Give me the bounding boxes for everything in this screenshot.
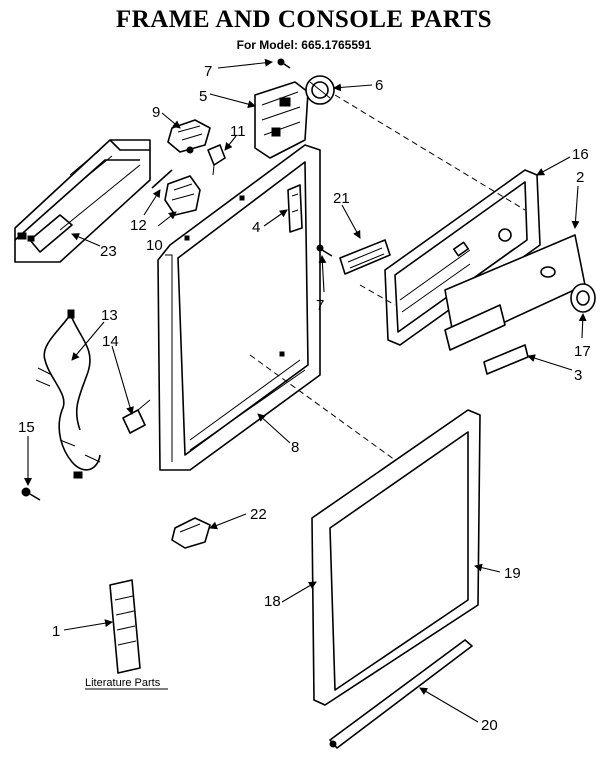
callout-18: 18: [264, 593, 281, 610]
callout-12: 12: [130, 217, 147, 234]
callout-19: 19: [504, 565, 521, 582]
callout-14: 14: [102, 333, 119, 350]
part-6-timer-knob: [305, 75, 335, 105]
model-subtitle: For Model: 665.1765591: [236, 38, 372, 52]
part-16-console-panel: [384, 169, 541, 346]
part-21-panel-insert: [339, 239, 391, 275]
callout-11: 11: [230, 123, 246, 140]
part-3-nameplate: [444, 304, 529, 375]
callout-10: 10: [146, 237, 163, 254]
part-17-knob: [570, 283, 596, 313]
callout-6: 6: [375, 77, 383, 94]
part-4-bracket: [287, 184, 303, 233]
callout-23: 23: [100, 243, 117, 260]
part-10-latch: [164, 175, 201, 216]
part-19-door-panel: [311, 409, 481, 706]
part-9-switch: [167, 119, 211, 154]
callout-21: 21: [333, 190, 350, 207]
part-1-literature: [109, 579, 141, 674]
callout-7-top: 7: [204, 63, 212, 80]
part-14-switch: [122, 399, 151, 434]
part-5-timer-assembly: [254, 81, 309, 159]
callout-labels: 7 5 6 9 11 16 2 21 4 12 10 23 13 14 7 17…: [18, 63, 591, 734]
assembly-dash-lines: [249, 94, 526, 461]
part-15-ground-screw: [21, 487, 41, 501]
part-7-screw-top: [277, 58, 291, 69]
callout-16: 16: [572, 146, 589, 163]
callout-17: 17: [574, 343, 591, 360]
callout-9: 9: [152, 104, 160, 121]
part-23-control-housing: [14, 139, 151, 263]
callout-22: 22: [250, 506, 267, 523]
part-22-clip: [171, 517, 211, 549]
part-20-trim-strip: [329, 639, 473, 749]
part-11-clip: [207, 144, 226, 176]
callout-8: 8: [291, 439, 299, 456]
diagram-title: FRAME AND CONSOLE PARTS: [115, 6, 493, 33]
literature-parts-text: Literature Parts: [85, 677, 161, 689]
callout-4: 4: [252, 219, 260, 236]
callout-3: 3: [574, 367, 582, 384]
part-7-screw-lower: [316, 244, 333, 257]
callout-7-mid: 7: [316, 297, 324, 314]
callout-1: 1: [52, 623, 60, 640]
callout-15: 15: [18, 419, 35, 436]
callout-13: 13: [101, 307, 118, 324]
callout-20: 20: [481, 717, 498, 734]
literature-parts-label: Literature Parts: [85, 677, 168, 690]
part-8-door-frame: [157, 144, 321, 471]
callout-5: 5: [199, 88, 207, 105]
part-12-pin: [151, 169, 173, 189]
leader-lines: [24, 58, 587, 723]
part-13-wire-harness: [35, 309, 101, 479]
callout-2: 2: [576, 169, 584, 186]
